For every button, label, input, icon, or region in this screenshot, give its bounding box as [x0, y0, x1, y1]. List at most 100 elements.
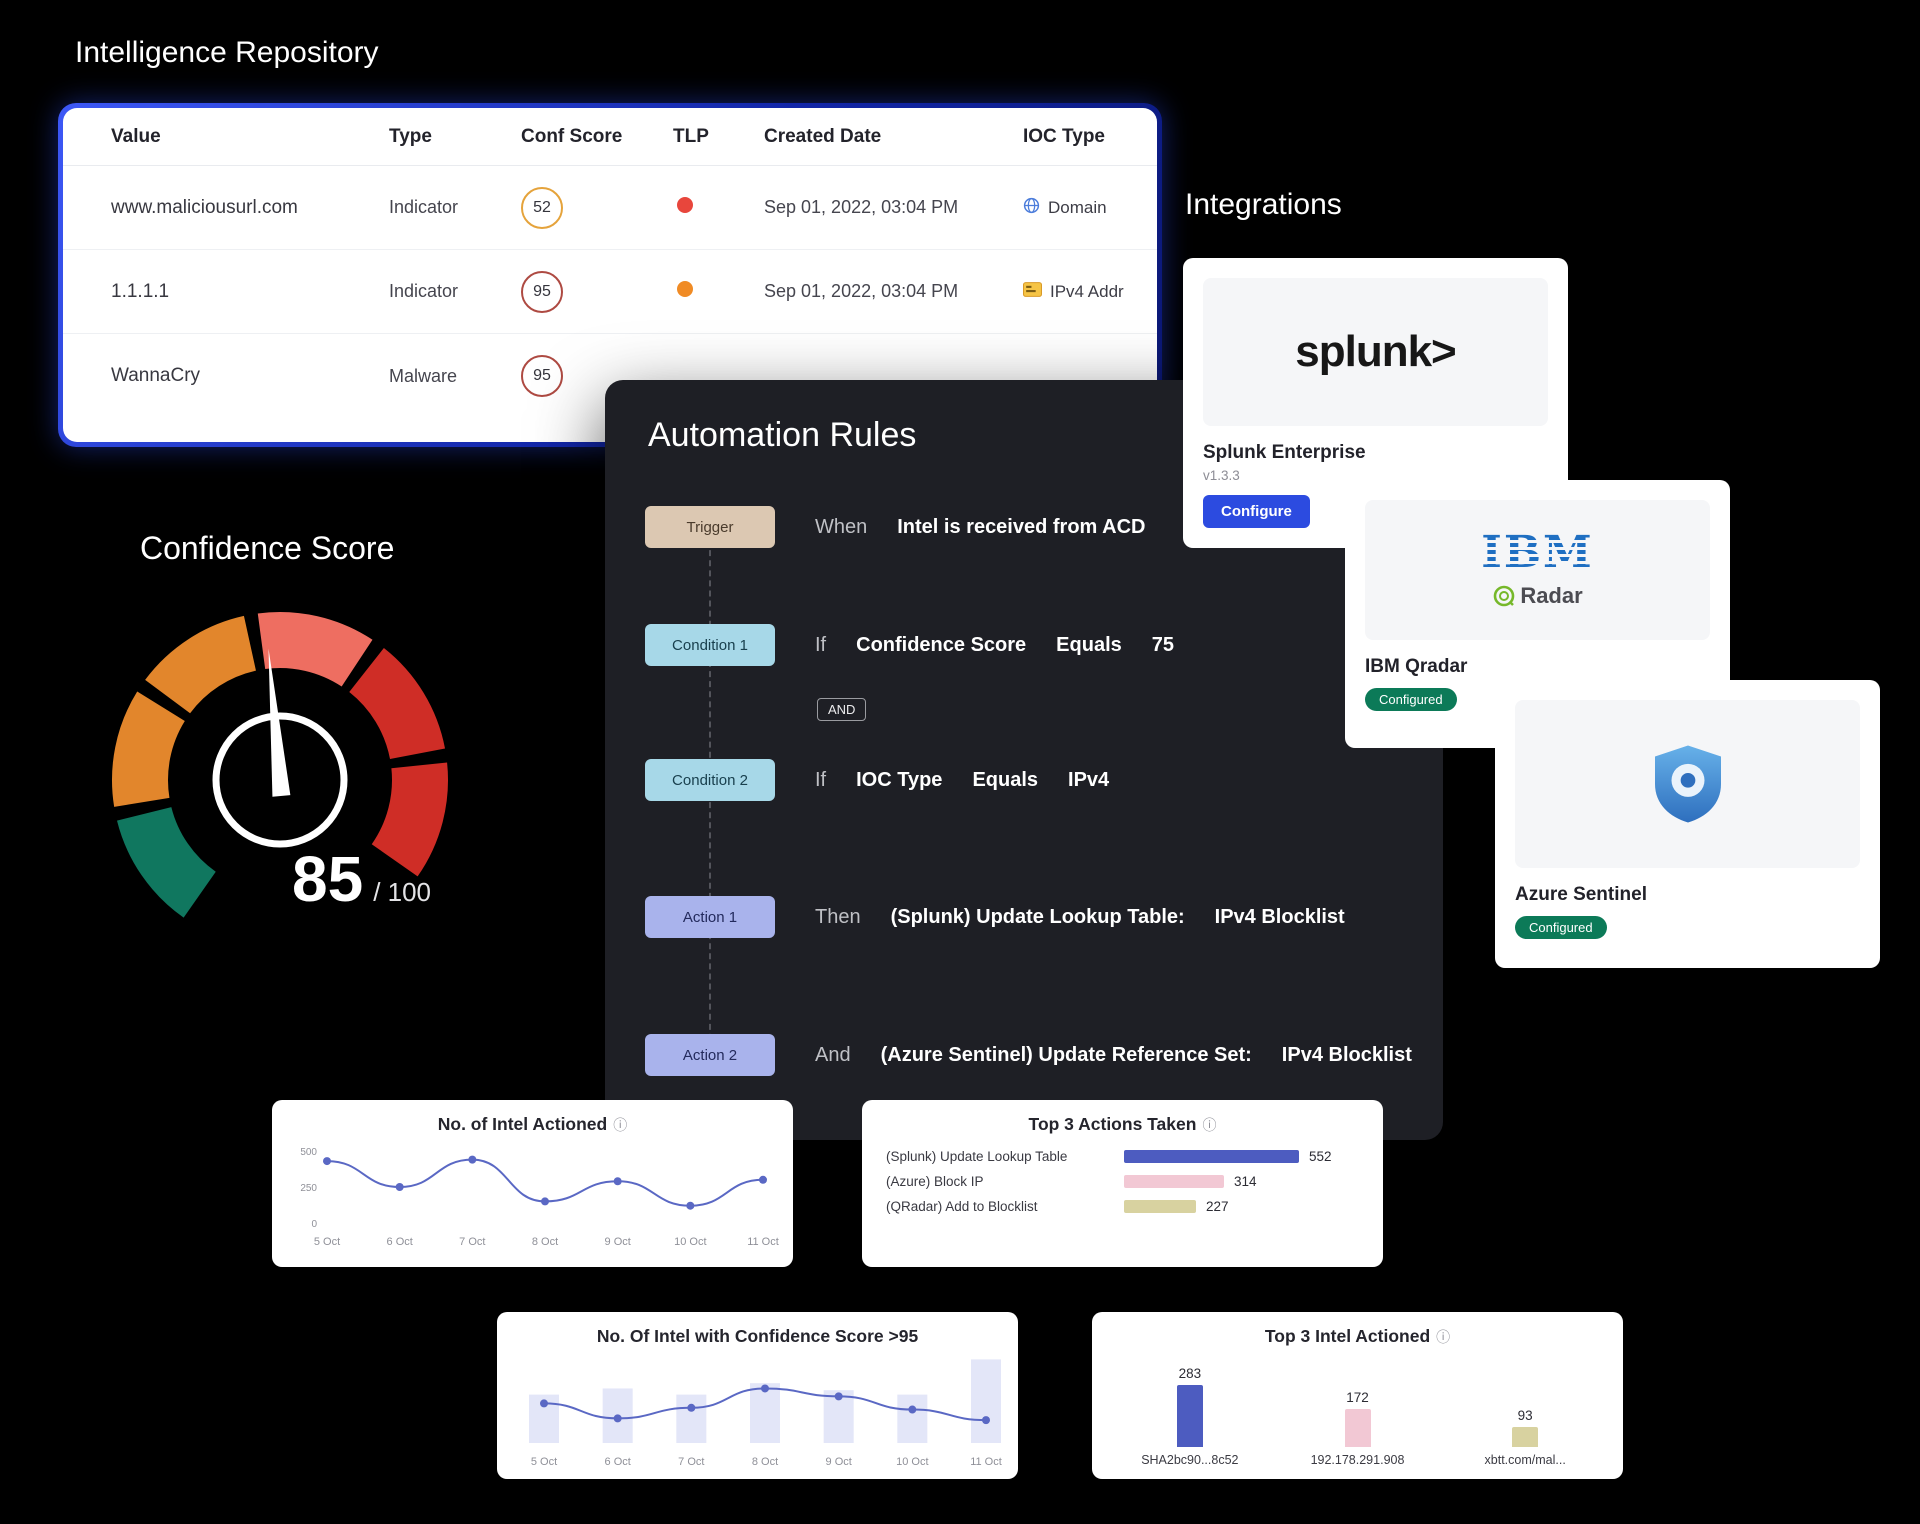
condition-2-chip[interactable]: Condition 2 — [645, 759, 775, 801]
step-text: 75 — [1151, 633, 1174, 656]
bar-label: (Azure) Block IP — [886, 1174, 984, 1189]
bar-value: 172 — [1346, 1390, 1369, 1405]
score-max: / 100 — [373, 877, 432, 907]
ipv4-addr-icon — [1023, 281, 1042, 302]
integration-name: Azure Sentinel — [1515, 884, 1647, 905]
svg-text:5 Oct: 5 Oct — [530, 1456, 556, 1468]
automation-step-trigger: Trigger When Intel is received from ACD — [645, 506, 1417, 548]
chart-card-top-intel-actioned: Top 3 Intel Actioned ⓘ 283 SHA2bc90...8c… — [1092, 1312, 1623, 1479]
svg-text:5 Oct: 5 Oct — [313, 1236, 339, 1248]
configured-badge: Configured — [1515, 916, 1607, 939]
table-row[interactable]: www.maliciousurl.com Indicator 52 Sep 01… — [63, 166, 1157, 250]
confidence-ring: 95 — [521, 270, 563, 313]
step-text: IPv4 Blocklist — [1281, 1043, 1412, 1066]
bar-row: (QRadar) Add to Blocklist 227 — [886, 1199, 1359, 1214]
step-text: IOC Type — [856, 768, 943, 791]
chart-card-confidence-over-95: No. Of Intel with Confidence Score >95 5… — [497, 1312, 1018, 1479]
bar-label: xbtt.com/mal... — [1484, 1453, 1566, 1467]
chart-title: No. of Intel Actioned — [437, 1114, 608, 1134]
chart-title: Top 3 Actions Taken — [1028, 1114, 1197, 1134]
cell-type: Indicator — [389, 197, 459, 217]
bar-value: 227 — [1206, 1199, 1229, 1214]
bar — [1344, 1409, 1371, 1447]
integrations-title: Integrations — [1185, 188, 1342, 221]
confidence-score-value: 85 / 100 — [292, 842, 431, 916]
table-row[interactable]: 1.1.1.1 Indicator 95 Sep 01, 2022, 03:04… — [63, 250, 1157, 334]
tlp-indicator — [677, 281, 693, 297]
bar-group: 93 xbtt.com/mal... — [1441, 1351, 1609, 1467]
azure-shield-icon — [1654, 745, 1721, 823]
step-text: (Azure Sentinel) Update Reference Set: — [880, 1043, 1252, 1066]
trigger-chip[interactable]: Trigger — [645, 506, 775, 548]
integration-card-azure-sentinel: Azure Sentinel Configured — [1495, 680, 1880, 968]
cell-created-date: Sep 01, 2022, 03:04 PM — [764, 197, 959, 217]
svg-text:10 Oct: 10 Oct — [674, 1236, 706, 1248]
bar-group: 283 SHA2bc90...8c52 — [1106, 1351, 1274, 1467]
bar-label: SHA2bc90...8c52 — [1141, 1453, 1239, 1467]
info-icon[interactable]: ⓘ — [1436, 1328, 1451, 1345]
automation-step-condition-2: Condition 2 If IOC Type Equals IPv4 — [645, 759, 1417, 801]
integration-name: IBM Qradar — [1365, 656, 1468, 677]
info-icon[interactable]: ⓘ — [613, 1116, 628, 1133]
intel-repo-title: Intelligence Repository — [75, 36, 379, 69]
confidence-score-title: Confidence Score — [140, 530, 395, 566]
col-ioc-type: IOC Type — [1023, 125, 1105, 147]
svg-text:11 Oct: 11 Oct — [970, 1456, 1002, 1468]
radar-icon — [1494, 585, 1515, 607]
svg-text:8 Oct: 8 Oct — [751, 1456, 777, 1468]
svg-text:6 Oct: 6 Oct — [604, 1456, 630, 1468]
cell-created-date: Sep 01, 2022, 03:04 PM — [764, 281, 959, 301]
configured-badge: Configured — [1365, 688, 1457, 711]
cell-type: Malware — [389, 365, 458, 386]
bar-value: 314 — [1234, 1174, 1257, 1189]
intel-repo-table-card: Value Type Conf Score TLP Created Date I… — [58, 103, 1162, 447]
bar-value: 552 — [1309, 1149, 1332, 1164]
action-1-chip[interactable]: Action 1 — [645, 896, 775, 938]
qradar-logo: Radar — [1492, 583, 1583, 609]
configure-button[interactable]: Configure — [1203, 495, 1310, 528]
info-icon[interactable]: ⓘ — [1202, 1116, 1217, 1133]
col-conf-score: Conf Score — [521, 125, 623, 147]
col-type: Type — [389, 125, 432, 147]
svg-text:7 Oct: 7 Oct — [459, 1236, 485, 1248]
bar-row: (Azure) Block IP 314 — [886, 1174, 1359, 1189]
bar-label: (Splunk) Update Lookup Table — [886, 1149, 1068, 1164]
svg-text:0: 0 — [311, 1219, 317, 1230]
qradar-logo-panel: IBM Radar — [1365, 500, 1710, 640]
score-number: 85 — [292, 843, 364, 915]
action-2-chip[interactable]: Action 2 — [645, 1034, 775, 1076]
ibm-logo: IBM — [1478, 531, 1597, 575]
step-text: (Splunk) Update Lookup Table: — [890, 905, 1185, 928]
splunk-logo-panel: splunk> — [1203, 278, 1548, 426]
integration-version: v1.3.3 — [1203, 468, 1240, 483]
step-text: IPv4 — [1068, 768, 1110, 791]
svg-text:8 Oct: 8 Oct — [531, 1236, 557, 1248]
bar — [1124, 1200, 1196, 1213]
svg-text:250: 250 — [300, 1183, 317, 1194]
step-connector-word: And — [815, 1043, 851, 1066]
cell-value: www.maliciousurl.com — [111, 196, 298, 218]
condition-1-chip[interactable]: Condition 1 — [645, 624, 775, 666]
step-connector-word: If — [815, 633, 827, 656]
cell-value: 1.1.1.1 — [111, 280, 170, 302]
step-text: IPv4 Blocklist — [1214, 905, 1345, 928]
bar-label: (QRadar) Add to Blocklist — [886, 1199, 1038, 1214]
sentinel-logo-panel — [1515, 700, 1860, 868]
bar-group: 172 192.178.291.908 — [1274, 1351, 1442, 1467]
splunk-logo: splunk> — [1295, 327, 1456, 376]
automation-rules-title: Automation Rules — [648, 416, 917, 454]
step-text: Equals — [972, 768, 1039, 791]
cell-type: Indicator — [389, 281, 459, 301]
svg-text:10 Oct: 10 Oct — [896, 1456, 928, 1468]
automation-step-action-2: Action 2 And (Azure Sentinel) Update Ref… — [645, 1034, 1417, 1076]
bar — [1176, 1385, 1203, 1447]
step-connector-word: Then — [815, 905, 861, 928]
intel-repo-table: Value Type Conf Score TLP Created Date I… — [63, 108, 1157, 442]
col-created-date: Created Date — [764, 125, 882, 147]
confidence-ring: 52 — [521, 186, 563, 229]
table-header: Value Type Conf Score TLP Created Date I… — [63, 108, 1157, 166]
svg-text:7 Oct: 7 Oct — [678, 1456, 704, 1468]
